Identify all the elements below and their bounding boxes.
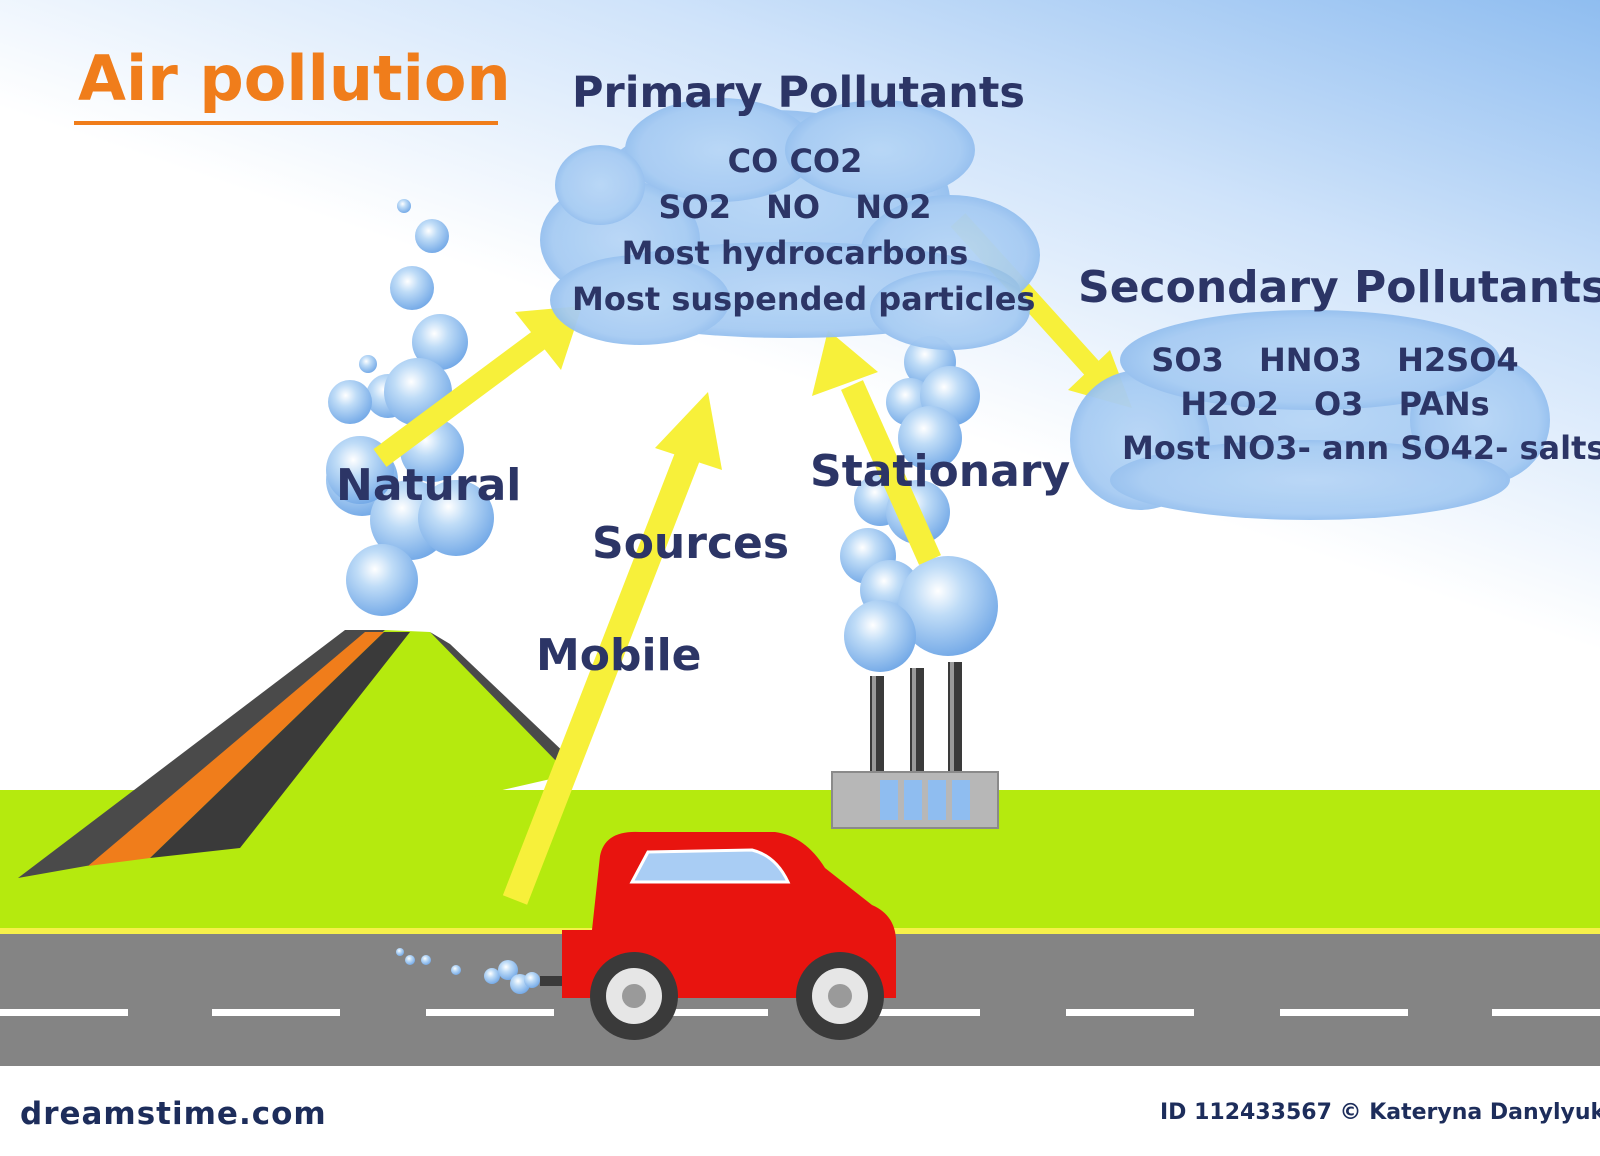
- primary-pollutants-title: Primary Pollutants: [572, 68, 1025, 118]
- pollutant-label: NO: [766, 188, 821, 226]
- sources-label: Sources: [592, 518, 790, 569]
- pollutant-label: Most hydrocarbons: [621, 234, 969, 272]
- pollutant-label: SO2: [658, 188, 731, 226]
- pollutant-label: SO3: [1151, 341, 1224, 379]
- footer-credit: ID 112433567 © Kateryna Danylyuk: [1160, 1100, 1600, 1125]
- exhaust-puffs: [396, 948, 540, 994]
- pollutant-label: HNO3: [1258, 341, 1362, 379]
- pollutant-label: NO2: [855, 188, 932, 226]
- primary-pollutants-list: CO CO2 SO2 NO NO2 Most hydrocarbons Most…: [560, 138, 1035, 322]
- pollutant-label: H2SO4: [1397, 341, 1519, 379]
- pollutant-label: PANs: [1398, 385, 1490, 423]
- volcano-smoke: [326, 199, 494, 616]
- primary-row: Most suspended particles: [560, 276, 1035, 322]
- pollutant-label: Most suspended particles: [572, 280, 1036, 318]
- primary-cloud: [540, 98, 1040, 350]
- pollutant-label: O3: [1313, 385, 1364, 423]
- secondary-pollutants-list: SO3 HNO3 H2SO4 H2O2 O3 PANs Most NO3- an…: [1110, 338, 1600, 470]
- road-dashes: [0, 1009, 1600, 1016]
- pollutant-label: H2O2: [1180, 385, 1279, 423]
- pollutant-label: CO CO2: [727, 142, 863, 180]
- primary-row: Most hydrocarbons: [560, 230, 1030, 276]
- diagram-title: Air pollution: [78, 42, 511, 115]
- primary-row: SO2 NO NO2: [560, 184, 1030, 230]
- factory: [831, 662, 999, 829]
- secondary-row: SO3 HNO3 H2SO4: [1110, 338, 1560, 382]
- arrow-mobile: [502, 392, 722, 905]
- white-band: [0, 1070, 1600, 1156]
- car: [540, 831, 896, 1040]
- footer-site-name: dreamstime.com: [20, 1096, 327, 1132]
- secondary-row: H2O2 O3 PANs: [1110, 382, 1560, 426]
- secondary-row: Most NO3- ann SO42- salts: [1110, 426, 1600, 470]
- secondary-cloud: [1070, 310, 1550, 520]
- source-label-stationary: Stationary: [810, 446, 1071, 497]
- volcano: [18, 630, 570, 880]
- secondary-pollutants-title: Secondary Pollutants: [1078, 262, 1600, 313]
- factory-smoke: [840, 336, 998, 672]
- source-label-mobile: Mobile: [536, 630, 702, 681]
- source-label-natural: Natural: [336, 460, 522, 511]
- pollutant-label: Most NO3- ann SO42- salts: [1122, 429, 1600, 467]
- arrow-stationary: [812, 330, 941, 565]
- title-underline: [74, 121, 498, 125]
- primary-row: CO CO2: [560, 138, 1030, 184]
